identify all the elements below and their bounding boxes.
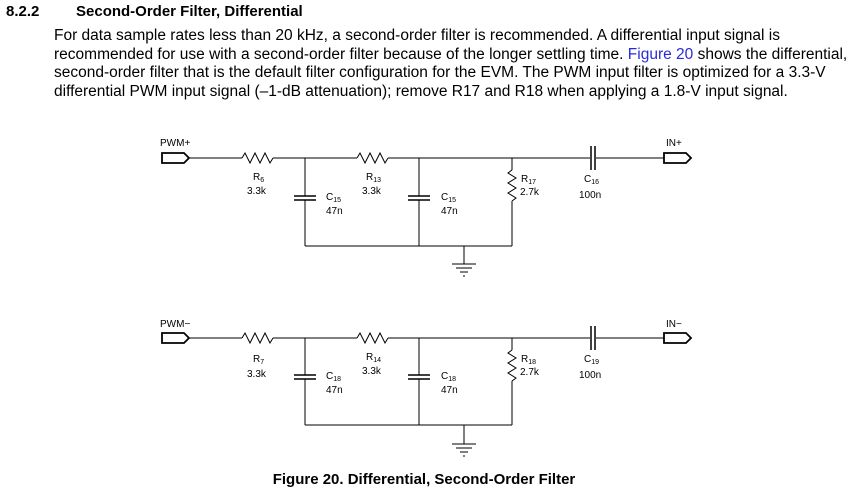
bottom-r3-symbol: [507, 349, 517, 382]
top-c1-name: C15: [326, 192, 341, 204]
figure-link[interactable]: Figure 20: [627, 45, 694, 63]
paragraph-text-1: For data sample rates less than 20 kHz, …: [54, 27, 780, 63]
top-c1-symbol: [293, 195, 317, 201]
top-r1-value: 3.3k: [247, 186, 267, 197]
paragraph-text-2: shows the differential, second-order fil…: [54, 45, 848, 100]
section-title: Second-Order Filter, Differential: [76, 3, 303, 20]
top-r3-symbol: [507, 169, 517, 202]
top-c2-name: C15: [441, 192, 456, 204]
bottom-c1-symbol: [293, 374, 317, 380]
top-r2-symbol: [356, 152, 389, 164]
bottom-r2-name: R14: [366, 352, 381, 364]
bottom-r1-name: R7: [253, 354, 264, 366]
top-r3-value: 2.7k: [520, 187, 540, 198]
bottom-c3-name: C19: [584, 354, 599, 366]
bottom-c2-name: C18: [441, 371, 456, 383]
bottom-c1-name: C18: [326, 371, 341, 383]
top-r1-name: R6: [253, 172, 264, 184]
top-c3-symbol: [590, 145, 596, 171]
bottom-c1-value: 47n: [326, 385, 343, 396]
top-r3-name: R17: [521, 174, 536, 186]
top-c2-symbol: [407, 195, 431, 201]
bottom-r3-value: 2.7k: [520, 367, 540, 378]
bottom-c2-symbol: [407, 374, 431, 380]
bottom-output-label: IN−: [666, 319, 682, 330]
body-paragraph: For data sample rates less than 20 kHz, …: [54, 27, 850, 101]
bottom-ground-icon: [451, 435, 477, 457]
bottom-filter: PWM− IN− R7 3.3k C18 47n R14 3.3k C18 47…: [160, 319, 692, 457]
top-c1-value: 47n: [326, 206, 343, 217]
bottom-r2-symbol: [356, 332, 389, 344]
bottom-output-port: [663, 332, 692, 344]
figure-caption: Figure 20. Differential, Second-Order Fi…: [272, 471, 576, 488]
top-r1-symbol: [241, 152, 274, 164]
top-input-port: [161, 152, 190, 164]
bottom-input-port: [161, 332, 190, 344]
top-output-label: IN+: [666, 138, 682, 149]
bottom-c3-value: 100n: [579, 370, 601, 381]
bottom-r2-value: 3.3k: [362, 366, 382, 377]
top-r2-name: R13: [366, 172, 381, 184]
top-input-label: PWM+: [160, 138, 190, 149]
bottom-c3-symbol: [590, 325, 596, 351]
filter-schematic: PWM+ IN+ R6 3.3k C15 47n R13 3.3k C15 47…: [160, 138, 692, 457]
bottom-input-label: PWM−: [160, 319, 190, 330]
bottom-r1-value: 3.3k: [247, 369, 267, 380]
top-c2-value: 47n: [441, 206, 458, 217]
top-c3-name: C16: [584, 174, 599, 186]
top-filter: PWM+ IN+ R6 3.3k C15 47n R13 3.3k C15 47…: [160, 138, 692, 277]
bottom-r1-symbol: [241, 332, 274, 344]
bottom-r3-name: R18: [521, 354, 536, 366]
top-c3-value: 100n: [579, 190, 601, 201]
top-ground-icon: [451, 255, 477, 277]
bottom-c2-value: 47n: [441, 385, 458, 396]
section-number: 8.2.2: [6, 3, 40, 20]
top-r2-value: 3.3k: [362, 186, 382, 197]
top-output-port: [663, 152, 692, 164]
